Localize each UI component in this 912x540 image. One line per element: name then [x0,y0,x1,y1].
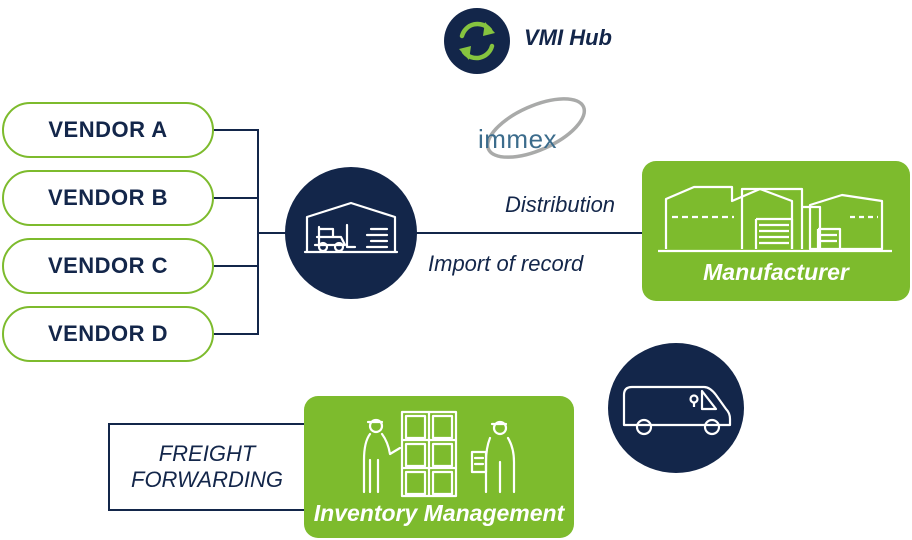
immex-logo-text: immex [478,124,558,154]
vendor-d-label: VENDOR D [47,321,169,346]
inventory-management-box: Inventory Management [304,396,574,538]
vendor-c-label: VENDOR C [47,253,169,278]
freight-label-line2: FORWARDING [131,467,283,492]
import-of-record-label: Import of record [428,251,584,276]
freight-bracket-line [108,423,304,511]
delivery-van-icon [622,385,732,436]
vendor-a-box: VENDOR A [2,102,214,158]
inventory-workers-icon [362,410,516,498]
inventory-management-label: Inventory Management [313,500,565,526]
hub-title: VMI Hub [524,25,612,50]
distribution-label: Distribution [505,192,616,217]
delivery-van-circle [608,343,744,473]
freight-label-line1: FREIGHT [158,441,256,466]
hub-icon-circle [444,8,510,74]
vendor-c-box: VENDOR C [2,238,214,294]
warehouse-circle [285,167,417,299]
vendor-b-label: VENDOR B [47,185,169,210]
manufacturer-box: Manufacturer [642,161,910,301]
freight-forwarding-label: FREIGHT FORWARDING [126,441,288,493]
warehouse-forklift-icon [303,201,399,254]
vendor-b-box: VENDOR B [2,170,214,226]
immex-swoosh-icon [485,97,587,159]
vendor-bracket-line [214,129,259,335]
recycle-arrows-icon [459,21,495,61]
factory-icon [658,185,892,253]
immex-logo: immex [474,92,592,162]
manufacturer-label: Manufacturer [703,259,849,285]
vendor-a-label: VENDOR A [48,117,168,142]
vendor-d-box: VENDOR D [2,306,214,362]
